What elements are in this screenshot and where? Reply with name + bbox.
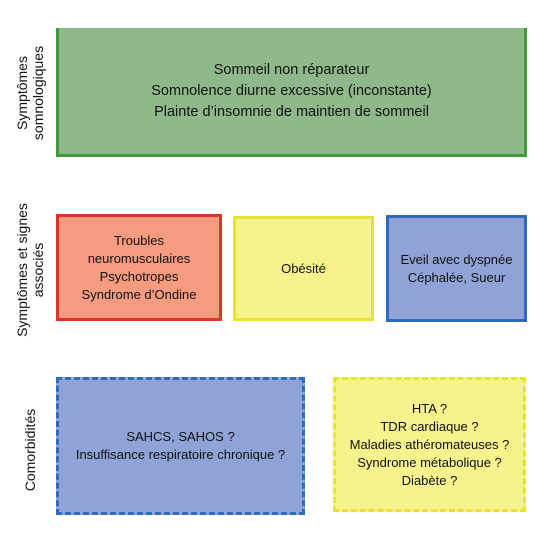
row-label-somnologiques-line-1: Symptômes — [14, 55, 31, 130]
row-label-associes: Symptômes et signes associés — [0, 190, 60, 350]
box-somno-line-2: Somnolence diurne excessive (inconstante… — [151, 82, 432, 99]
box-eveil-line-2: Céphalée, Sueur — [407, 269, 506, 285]
box-somno-line-3: Plainte d’insomnie de maintien de sommei… — [154, 103, 429, 120]
row-label-comorbidites: Comorbidités — [0, 400, 60, 500]
box-hta-line-1: HTA ? — [411, 400, 448, 416]
row-label-comorbidites-line-1: Comorbidités — [22, 408, 39, 492]
box-hta-line-3: Maladies athéromateuses ? — [349, 436, 510, 452]
box-sahcs-line-1: SAHCS, SAHOS ? — [126, 429, 235, 444]
box-obesite-line-1: Obésité — [281, 260, 326, 276]
box-obesite: Obésité — [233, 216, 374, 321]
box-somno-line-1: Sommeil non réparateur — [213, 61, 370, 78]
box-sahcs-line-2: Insuffisance respiratoire chronique ? — [75, 447, 286, 462]
box-eveil-line-1: Eveil avec dyspnée — [400, 251, 513, 267]
box-symptomes-somnologiques: Sommeil non réparateur Somnolence diurne… — [56, 28, 527, 157]
box-hta-line-4: Syndrome métabolique ? — [357, 454, 502, 470]
box-hta-line-2: TDR cardiaque ? — [380, 418, 479, 434]
box-troubles-line-2: neuromusculaires — [87, 250, 191, 266]
box-eveil: Eveil avec dyspnée Céphalée, Sueur — [386, 215, 527, 322]
box-sahcs: SAHCS, SAHOS ? Insuffisance respiratoire… — [56, 377, 305, 515]
box-troubles: Troubles neuromusculaires Psychotropes S… — [56, 214, 222, 321]
box-troubles-line-1: Troubles — [113, 232, 165, 248]
row-label-somnologiques-line-2: somnologiques — [30, 45, 47, 140]
box-hta-line-5: Diabète ? — [401, 472, 458, 488]
box-troubles-line-4: Syndrome d’Ondine — [81, 286, 197, 302]
box-hta: HTA ? TDR cardiaque ? Maladies athéromat… — [333, 377, 526, 512]
box-troubles-line-3: Psychotropes — [99, 268, 179, 284]
row-label-associes-line-2: associés — [30, 242, 46, 298]
row-label-associes-line-1: Symptômes et signes — [14, 203, 30, 337]
row-label-somnologiques: Symptômes somnologiques — [0, 28, 60, 157]
